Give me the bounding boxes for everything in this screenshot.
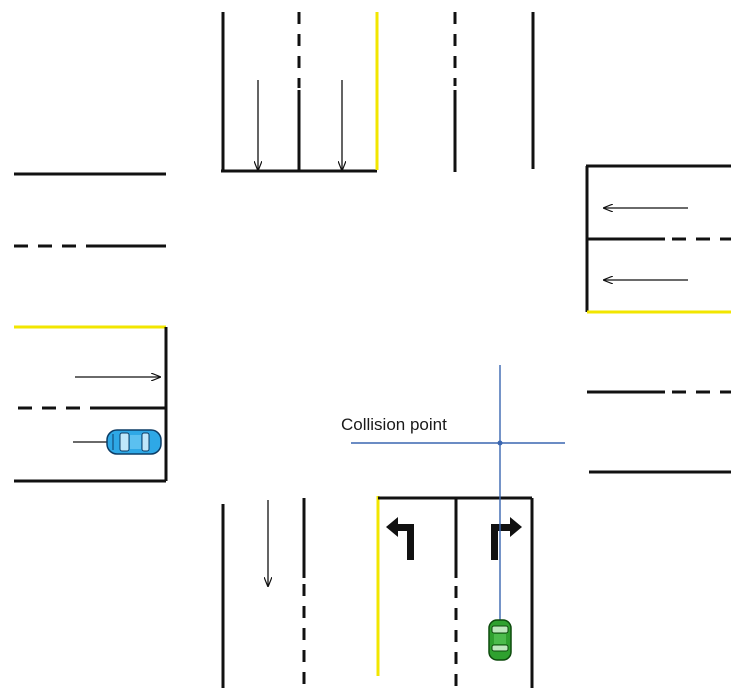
green-car-icon <box>488 619 512 661</box>
collision-point-marker <box>497 440 503 446</box>
blue-car-icon <box>106 429 162 455</box>
east-approach <box>585 164 731 474</box>
collision-guides: Collision point <box>341 365 565 632</box>
collision-point-label: Collision point <box>341 415 447 434</box>
south-approach <box>221 496 534 688</box>
left-turn-arrow-icon <box>386 517 414 560</box>
west-approach <box>14 172 168 483</box>
north-approach <box>221 12 535 173</box>
right-turn-arrow-icon <box>491 517 522 560</box>
